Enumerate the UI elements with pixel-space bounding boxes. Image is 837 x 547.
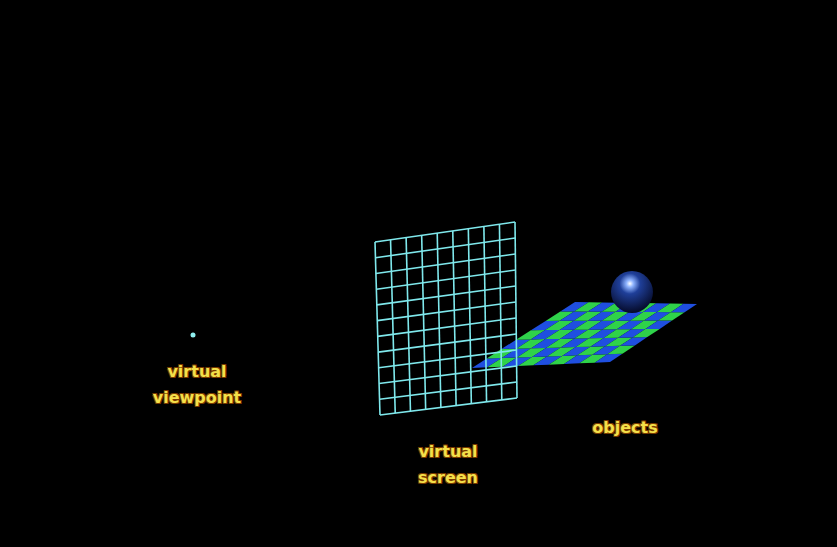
check-tile bbox=[658, 312, 685, 320]
grid-line bbox=[375, 238, 515, 258]
grid-line bbox=[515, 222, 517, 398]
grid-line bbox=[453, 231, 456, 406]
grid-line bbox=[422, 235, 426, 409]
grid-line bbox=[391, 240, 396, 413]
grid-line bbox=[380, 398, 517, 415]
label-text: virtual screen bbox=[403, 439, 493, 491]
grid-line bbox=[437, 233, 441, 407]
grid-line bbox=[378, 318, 516, 336]
grid-line bbox=[406, 238, 410, 412]
check-tile bbox=[671, 304, 697, 313]
viewpoint-dot bbox=[191, 333, 196, 338]
grid-line bbox=[375, 222, 515, 242]
grid-line bbox=[380, 382, 517, 399]
grid-line bbox=[468, 229, 471, 404]
screen-grid bbox=[375, 222, 517, 415]
check-tile bbox=[607, 345, 635, 354]
check-tile bbox=[595, 354, 623, 363]
check-tile bbox=[633, 329, 660, 338]
grid-line bbox=[375, 242, 380, 415]
grid-line bbox=[378, 334, 516, 352]
sphere bbox=[611, 271, 653, 313]
check-tile bbox=[645, 321, 672, 329]
grid-line bbox=[377, 286, 516, 305]
grid-line bbox=[499, 224, 501, 400]
label-text: objects bbox=[565, 415, 685, 441]
check-tile bbox=[620, 337, 647, 346]
grid-line bbox=[484, 226, 487, 401]
grid-line bbox=[379, 366, 517, 384]
grid-line bbox=[376, 270, 515, 289]
grid-line bbox=[377, 302, 516, 321]
label-text: virtual viewpoint bbox=[147, 359, 247, 411]
grid-line bbox=[376, 254, 515, 273]
grid-line bbox=[379, 350, 517, 368]
